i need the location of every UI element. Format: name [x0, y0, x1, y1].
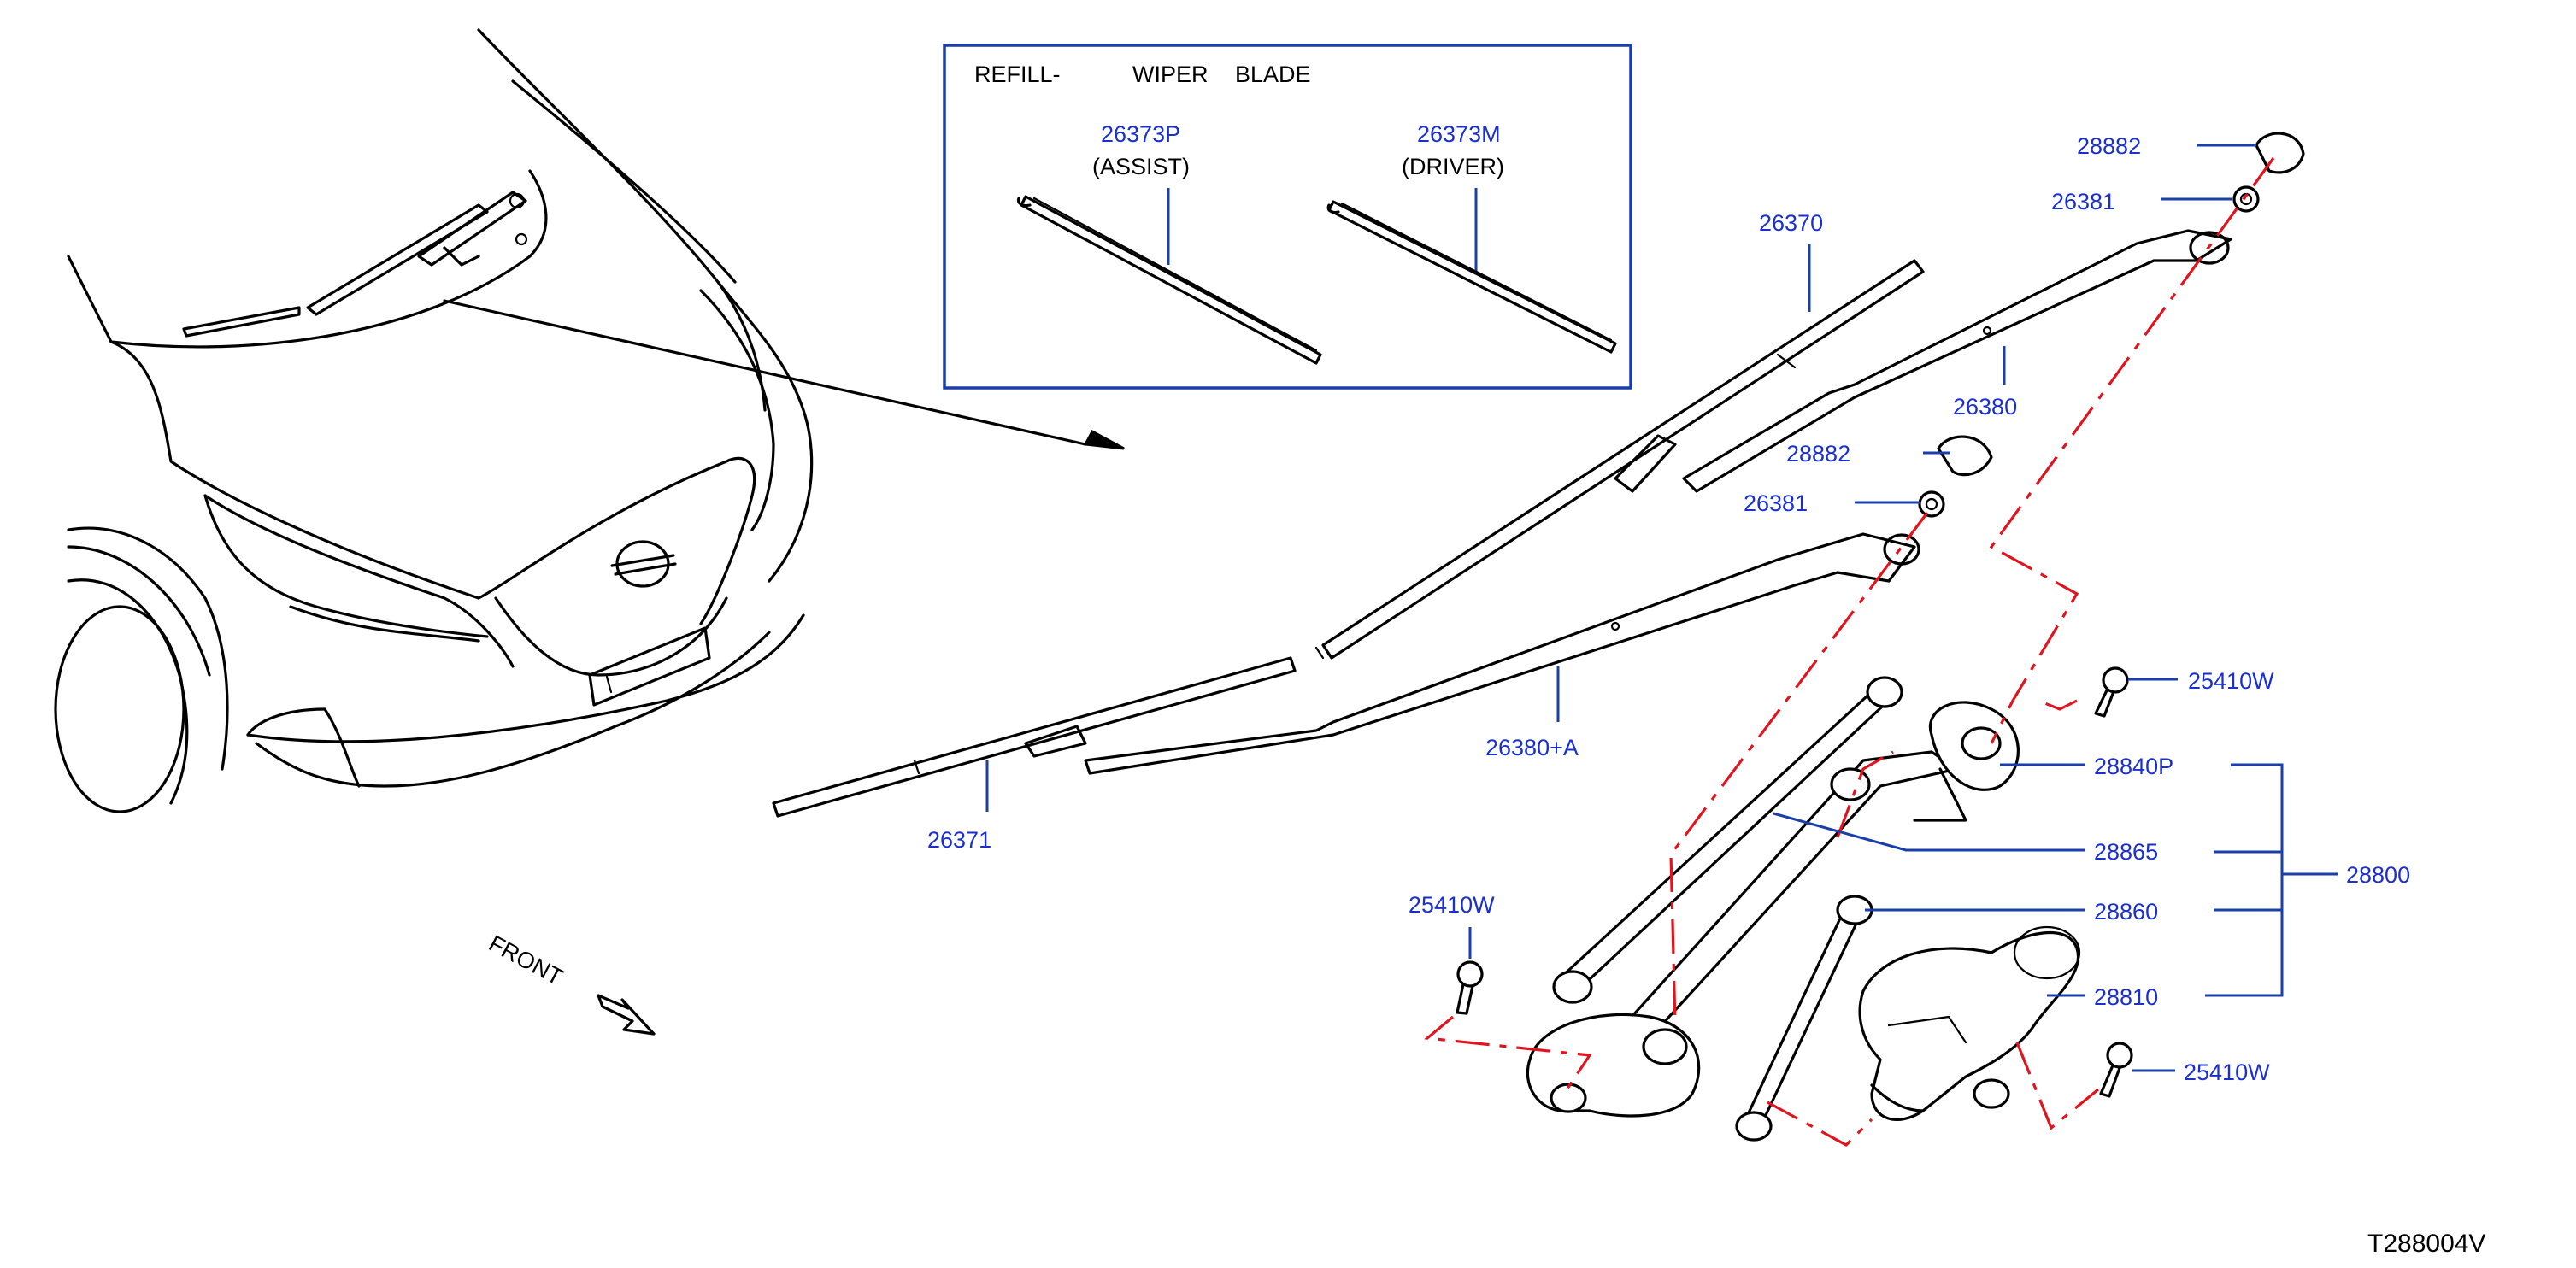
callout-25410w-left: 25410W: [1409, 892, 1495, 918]
pivot-cap-28882-mid: [1937, 435, 1993, 477]
callout-26380a: 26380+A: [1485, 735, 1579, 760]
inset-title-blade: BLADE: [1235, 62, 1311, 87]
bolt-25410w-left: [1456, 960, 1484, 1015]
assist-refill-part-number: 26373P: [1101, 121, 1180, 147]
callout-28800: 28800: [2346, 862, 2410, 888]
callout-26381-mid: 26381: [1744, 490, 1808, 516]
callout-28810: 28810: [2094, 984, 2158, 1010]
driver-refill-part-number: 26373M: [1417, 121, 1501, 147]
bolt-25410w-top: [2094, 666, 2129, 718]
pivot-nut-26381-mid: [1918, 490, 1945, 518]
callout-25410w-top: 25410W: [2188, 668, 2274, 694]
callout-28840p: 28840P: [2094, 754, 2173, 779]
callout-28882-top: 28882: [2077, 133, 2141, 159]
inset-title-refill: REFILL-: [974, 62, 1061, 87]
callout-leaders: [985, 144, 2338, 1072]
assist-refill-label: (ASSIST): [1092, 154, 1190, 179]
front-direction-indicator: FRONT: [485, 930, 656, 1036]
assembly-axis-lines: [1424, 157, 2275, 1147]
front-label: FRONT: [485, 930, 567, 990]
driver-refill-strip: [1326, 200, 1617, 354]
driver-refill-label: (DRIVER): [1402, 154, 1504, 179]
callout-26370: 26370: [1759, 210, 1823, 236]
refill-inset: REFILL- WIPER BLADE 26373P (ASSIST) 2637…: [943, 44, 1632, 390]
inset-frame: [943, 44, 1632, 390]
pivot-nut-26381-top: [2232, 185, 2260, 213]
callout-26380: 26380: [1953, 394, 2017, 420]
inset-title-wiper: WIPER: [1132, 62, 1209, 87]
assist-refill-strip: [1017, 195, 1322, 365]
wiper-linkage-assembly: [1526, 676, 2081, 1142]
callout-25410w-bottom: 25410W: [2184, 1060, 2270, 1085]
wiper-blade-26371: [772, 656, 1297, 818]
callout-28860: 28860: [2094, 899, 2158, 925]
callout-labels: 28882 26381 26370 26380 28882 26381 2638…: [927, 133, 2410, 1085]
callout-26371: 26371: [927, 827, 991, 853]
pivot-cap-28882-top: [2255, 132, 2305, 174]
bolt-25410w-bottom: [2099, 1042, 2133, 1098]
callout-28882-mid: 28882: [1786, 441, 1850, 467]
wiper-blade-26370: [1314, 259, 1925, 660]
wiper-arm-26380a: [1084, 532, 1920, 775]
diagram-code: T288004V: [2367, 1230, 2485, 1258]
vehicle-front-illustration: [54, 28, 1125, 813]
callout-28865: 28865: [2094, 839, 2158, 865]
wiper-arm-26380: [1682, 229, 2232, 493]
callout-26381-top: 26381: [2051, 189, 2115, 214]
